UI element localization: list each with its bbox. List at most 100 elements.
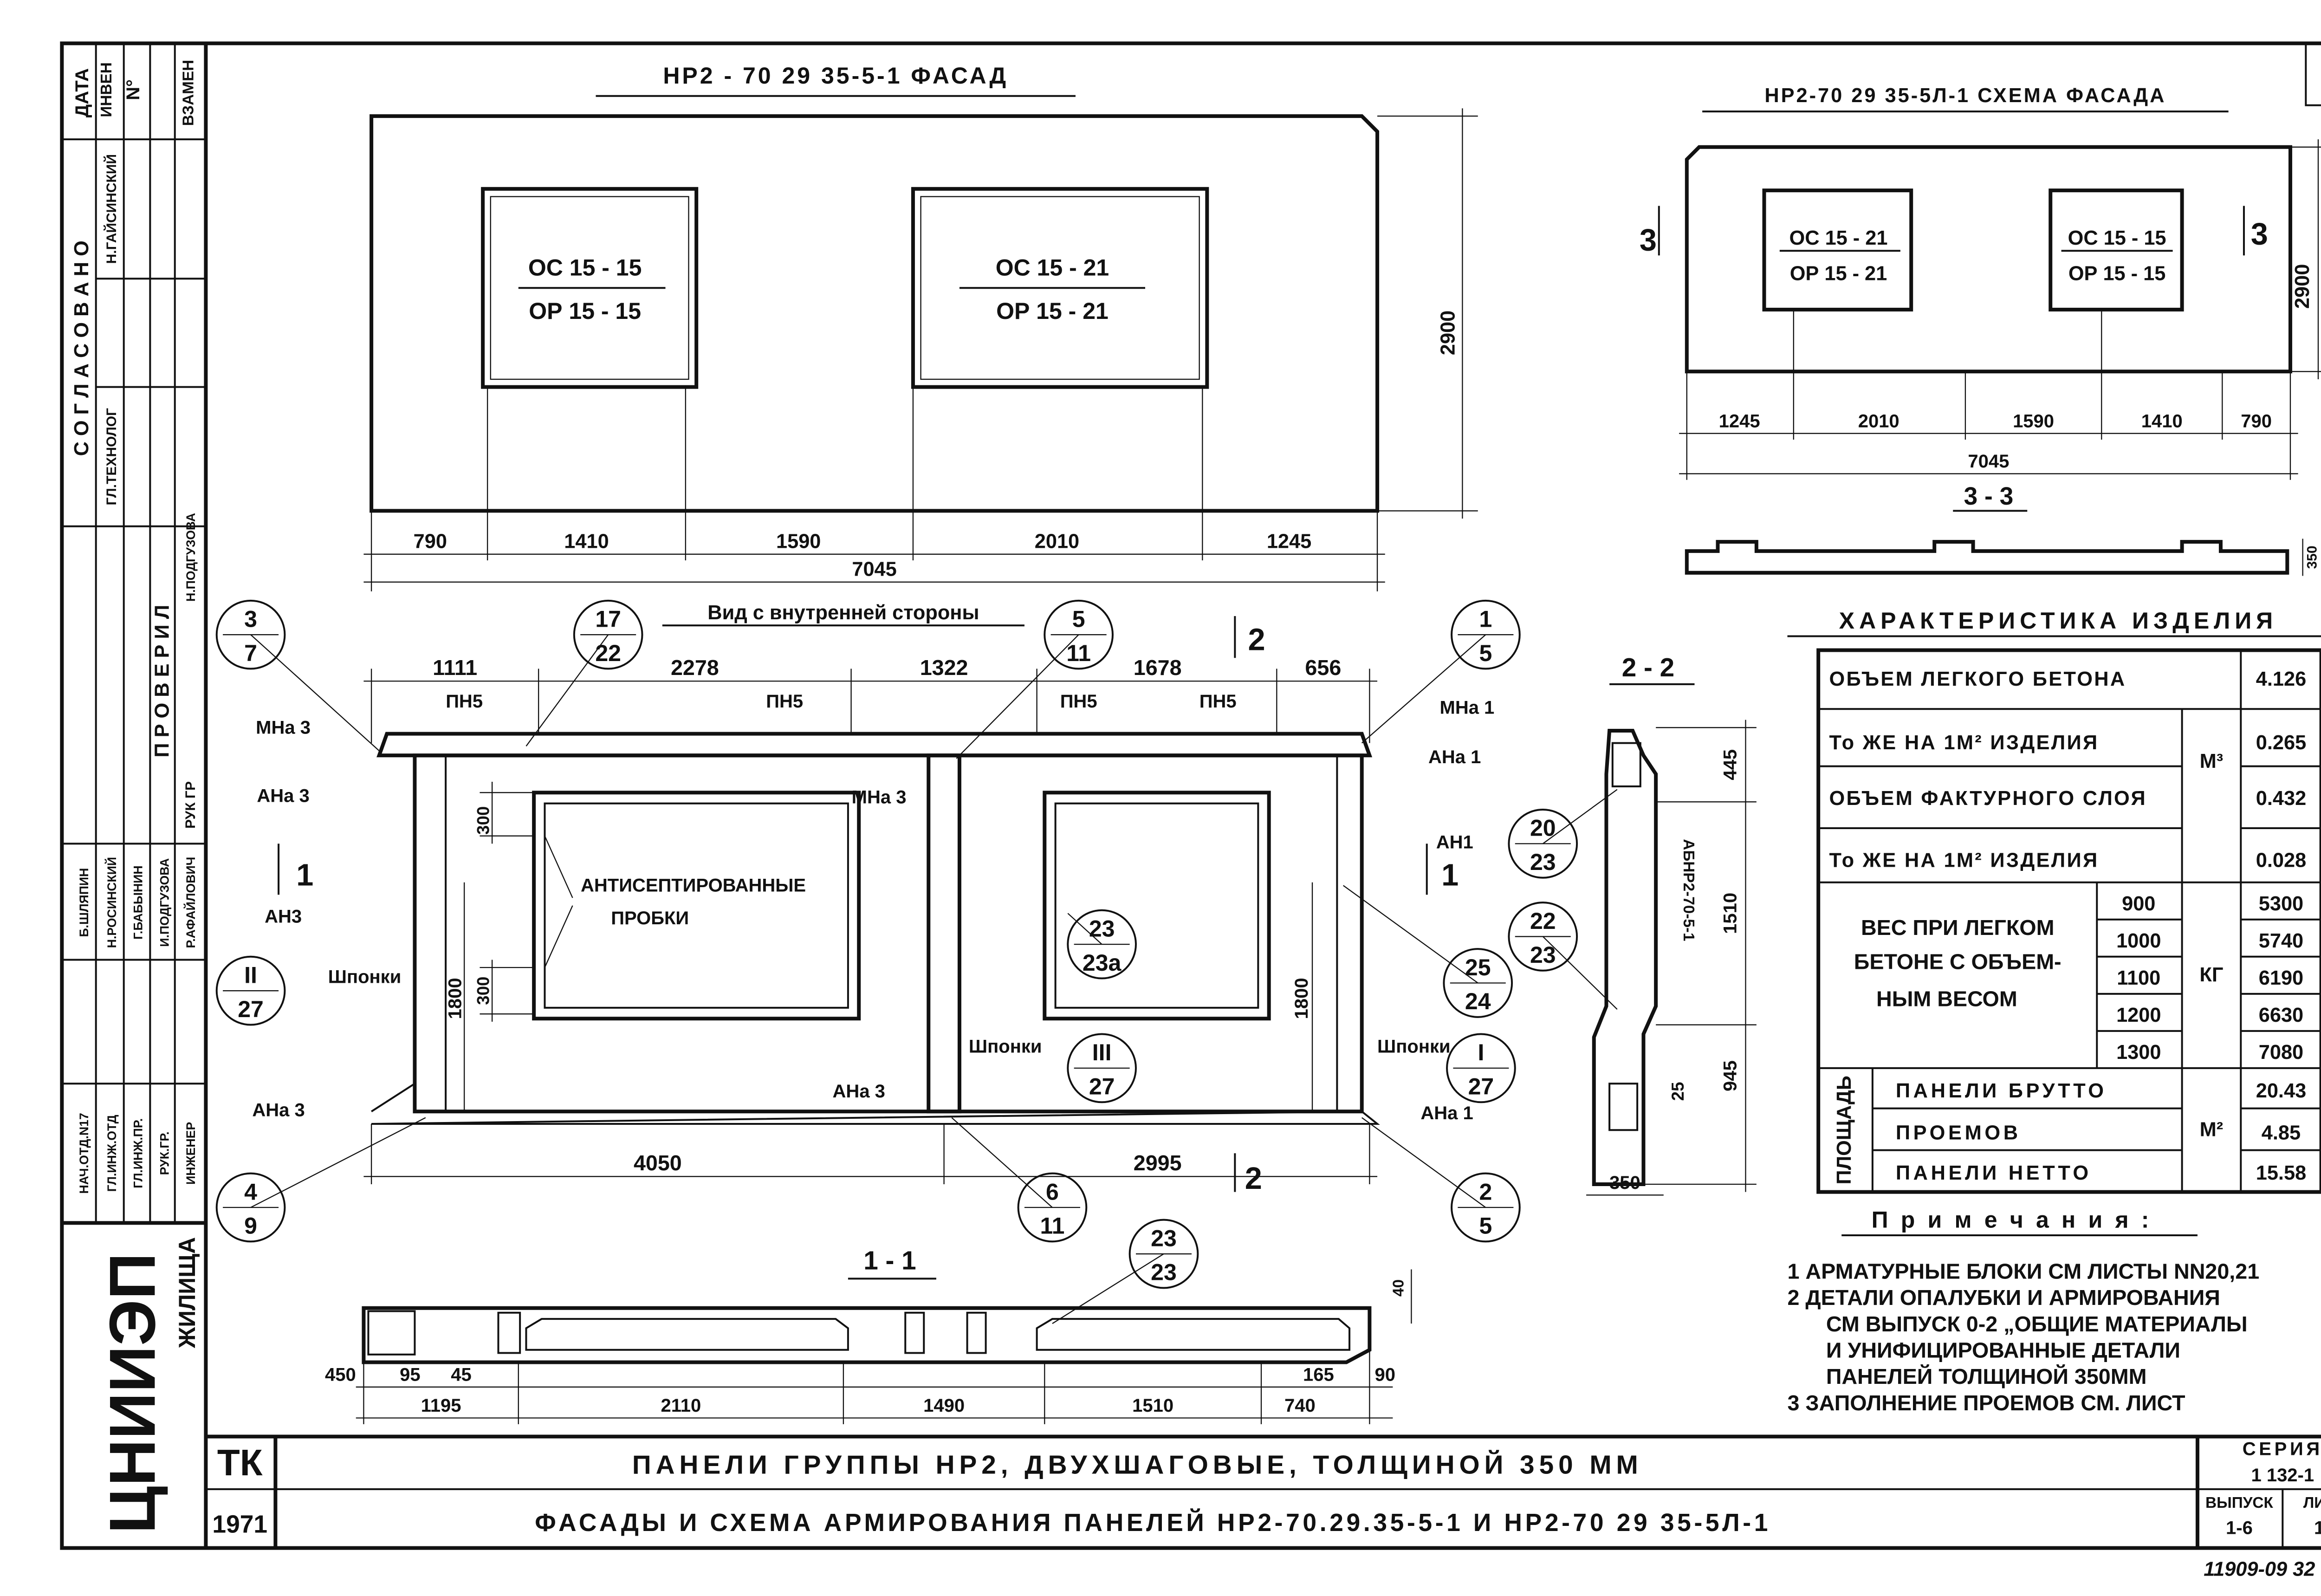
- dimension: 1590: [776, 530, 821, 552]
- dimension: 1510: [1720, 893, 1740, 934]
- leader-line: [544, 905, 573, 968]
- element-mark: МНа 3: [256, 718, 311, 738]
- callout-circle: [215, 955, 286, 1026]
- dimension: 350: [2305, 545, 2320, 569]
- section-mark: 2: [1245, 1161, 1262, 1196]
- dimension: 2900: [2291, 264, 2314, 309]
- dimension: 790: [2241, 411, 2272, 431]
- stamp-text: Н.ПОДГУЗОВА: [184, 513, 198, 602]
- callout-bottom: 9: [244, 1213, 257, 1239]
- series-label: СЕРИЯ: [2243, 1439, 2321, 1460]
- callout-top: 2: [1479, 1179, 1492, 1205]
- stamp-role: НАЧ.ОТД.N17: [77, 1113, 91, 1194]
- window-mark: ОС 15 - 15: [2068, 227, 2166, 249]
- dimension: 790: [414, 530, 447, 552]
- dimension: 2010: [1035, 530, 1079, 552]
- dimension: 1800: [1291, 978, 1312, 1019]
- callout-bottom: 22: [595, 640, 621, 666]
- element-mark: ПН5: [1060, 691, 1097, 712]
- dimension: 300: [473, 806, 493, 835]
- doc-year: 1971: [212, 1511, 267, 1538]
- stamp-text: ВЗАМЕН: [180, 60, 197, 126]
- section-mark: 1: [296, 858, 313, 892]
- element-mark: Шпонки: [1377, 1037, 1451, 1057]
- callout-bottom: 23: [1530, 942, 1556, 968]
- dimension: 1195: [421, 1395, 461, 1416]
- window-mark: ОС 15 - 15: [528, 255, 642, 281]
- leader-line: [1542, 936, 1618, 1010]
- dimension: 1800: [445, 978, 465, 1019]
- callout-circle: [1443, 948, 1513, 1018]
- leader-line: [1543, 789, 1618, 844]
- callout-circle: [215, 1172, 286, 1243]
- element-mark: АНа 1: [1428, 747, 1481, 767]
- dimension: 95: [400, 1364, 420, 1385]
- property-label: ВЕС ПРИ ЛЕГКОМ: [1861, 915, 2055, 940]
- property-label: То ЖЕ НА 1М² ИЗДЕЛИЯ: [1829, 732, 2099, 754]
- sheet-title: ПАНЕЛИ ГРУППЫ НР2, ДВУХШАГОВЫЕ, ТОЛЩИНОЙ…: [632, 1450, 1643, 1480]
- leader-line: [1052, 1253, 1164, 1324]
- element-mark: АН3: [265, 906, 302, 927]
- note-line: 1 АРМАТУРНЫЕ БЛОКИ СМ ЛИСТЫ NN20,21: [1787, 1259, 2259, 1283]
- callout-bottom: 5: [1479, 640, 1492, 666]
- dimension: 25: [1668, 1082, 1687, 1101]
- window-mark: ОР 15 - 15: [2068, 263, 2166, 285]
- density: 1100: [2117, 967, 2160, 989]
- property-label: То ЖЕ НА 1М² ИЗДЕЛИЯ: [1829, 849, 2099, 871]
- dimension: 1410: [564, 530, 609, 552]
- unit: КГ: [2199, 964, 2223, 986]
- dimension: 1322: [920, 655, 968, 680]
- callout-top: 20: [1530, 815, 1556, 841]
- callout-circle: [1451, 1172, 1521, 1243]
- section-title: 1 - 1: [863, 1246, 916, 1275]
- dimension: 300: [473, 977, 493, 1005]
- issue-value: 1-6: [2226, 1518, 2253, 1538]
- section-mark: 2: [1248, 623, 1265, 657]
- issue-label: ВЫПУСК: [2205, 1494, 2273, 1512]
- stamp-text: ИНВЕН: [98, 62, 115, 117]
- stamp-name: Н.РОСИНСКИЙ: [105, 857, 119, 948]
- dimension-total: 7045: [1968, 451, 2009, 472]
- weight-value: 7080: [2259, 1041, 2303, 1064]
- area-item: ПРОЕМОВ: [1896, 1122, 2021, 1144]
- weight-value: 5300: [2259, 893, 2303, 915]
- property-label: ОБЪЕМ ЛЕГКОГО БЕТОНА: [1829, 668, 2127, 690]
- dimension: 40: [1390, 1279, 1407, 1297]
- dimension-total: 7045: [852, 558, 896, 580]
- callout-top: 3: [244, 606, 257, 632]
- dimension: 2010: [1858, 411, 1900, 431]
- area-label: ПЛОЩАДЬ: [1833, 1076, 1855, 1184]
- block-mark: АБНР2-70-5-1: [1680, 839, 1697, 941]
- element-mark: АН1: [1436, 832, 1473, 852]
- callout-top: 23: [1151, 1225, 1177, 1251]
- callout-circle: [1508, 902, 1578, 972]
- stamp-text: С О Г Л А С О В А Н О: [71, 240, 93, 456]
- window-mark: ОС 15 - 21: [1789, 227, 1888, 249]
- window-mark: ОС 15 - 21: [996, 255, 1109, 281]
- leader-line: [1361, 1117, 1486, 1208]
- dimension: 90: [1374, 1364, 1395, 1385]
- element-mark: АНа 3: [252, 1100, 305, 1120]
- element-mark: АНа 3: [833, 1081, 885, 1102]
- dimension: 2900: [1437, 311, 1459, 355]
- callout-top: 6: [1046, 1179, 1059, 1205]
- leader-line: [956, 634, 1079, 759]
- leader-line: [250, 1117, 426, 1208]
- note-line: СМ ВЫПУСК 0-2 „ОБЩИЕ МАТЕРИАЛЫ: [1826, 1312, 2248, 1336]
- section-title: 2 - 2: [1622, 653, 1674, 682]
- facade-title: НР2 - 70 29 35-5-1 ФАСАД: [663, 63, 1008, 89]
- unit: М³: [2200, 750, 2224, 772]
- area-value: 4.85: [2262, 1122, 2301, 1144]
- dimension: 2110: [661, 1395, 701, 1416]
- dimension: 350: [1609, 1173, 1640, 1193]
- doc-code: ТК: [217, 1442, 263, 1483]
- callout-circle: [1128, 1219, 1199, 1289]
- stamp-text: ДАТА: [72, 68, 92, 117]
- dimension: 945: [1720, 1060, 1740, 1091]
- callout-circle: [1067, 1033, 1137, 1103]
- dimension: 1111: [433, 655, 477, 680]
- dimension: 1245: [1719, 411, 1760, 431]
- dimension: 1590: [2013, 411, 2054, 431]
- callout-top: 4: [244, 1179, 257, 1205]
- callout-circle: [1044, 599, 1114, 670]
